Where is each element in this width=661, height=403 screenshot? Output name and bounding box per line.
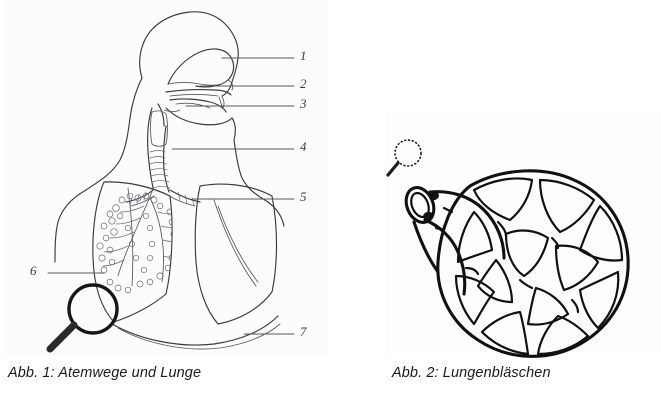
- figure-2-caption: Abb. 2: Lungenbläschen: [392, 365, 551, 381]
- label-3: 3: [300, 96, 307, 112]
- label-7: 7: [300, 324, 307, 340]
- label-7-number: 7: [300, 324, 307, 339]
- label-5: 5: [300, 189, 307, 205]
- figure-1-panel: [3, 0, 328, 355]
- label-6-number: 6: [30, 263, 37, 278]
- figure-1-caption: Abb. 1: Atemwege und Lunge: [8, 365, 202, 381]
- label-2-number: 2: [300, 76, 307, 91]
- label-2: 2: [300, 76, 307, 92]
- label-3-number: 3: [300, 96, 307, 111]
- label-6: 6: [30, 263, 37, 279]
- figure-2-panel: [385, 110, 661, 355]
- label-1: 1: [300, 48, 307, 64]
- label-4: 4: [300, 139, 307, 155]
- label-4-number: 4: [300, 139, 307, 154]
- label-1-number: 1: [300, 48, 307, 63]
- label-5-number: 5: [300, 189, 307, 204]
